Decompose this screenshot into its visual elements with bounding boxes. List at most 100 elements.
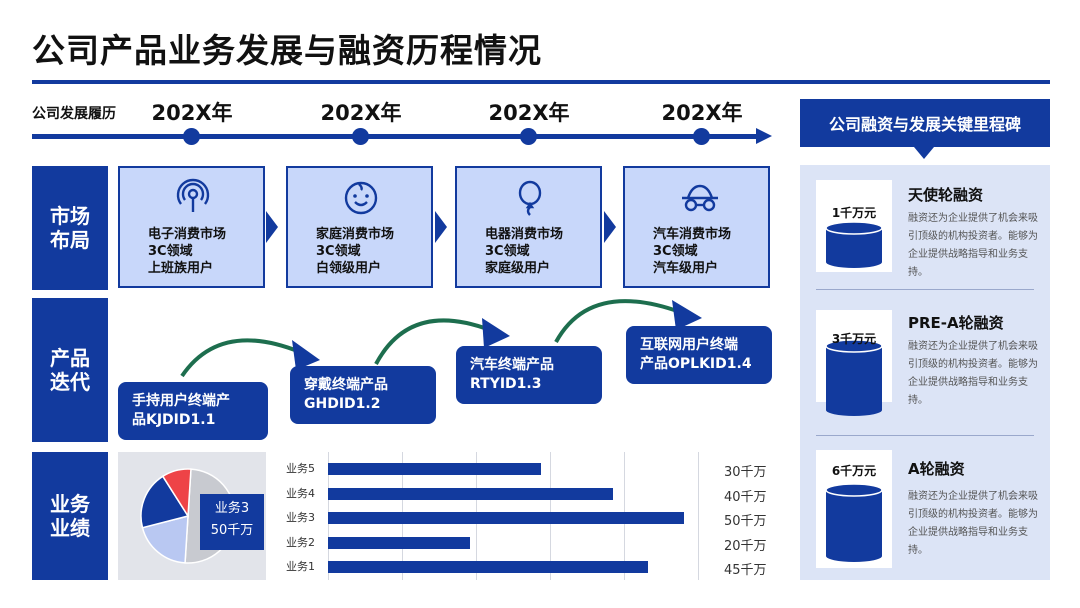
funding-desc: 融资还为企业提供了机会来吸引顶级的机构投资者。能够为企业提供战略指导和业务支持。 [908,491,1038,556]
market-card-line: 白领级用户 [316,261,382,276]
funding-desc: 融资还为企业提供了机会来吸引顶级的机构投资者。能够为企业提供战略指导和业务支持。 [908,213,1038,278]
market-card-1: 电子消费市场 3C领域 上班族用户 [118,166,265,288]
timeline-dot [520,128,537,145]
row-label-performance-text: 业务业绩 [50,492,90,540]
product-line: 产品OPLKID1.4 [640,356,752,372]
pie-callout: 业务3 50千万 [200,494,264,550]
funding-card-3 [816,450,892,568]
product-box-2: 穿戴终端产品 GHDID1.2 [290,366,436,424]
pie-slice [141,515,189,564]
row-label-market: 市场布局 [32,166,108,290]
balloon-icon [518,180,542,216]
funding-amount: 3千万元 [831,332,877,346]
market-card-line: 上班族用户 [148,261,214,276]
bar [328,463,542,475]
timeline-year-2: 202X年 [320,101,402,125]
product-line: 手持用户终端产 [132,393,230,409]
timeline-dot [352,128,369,145]
market-card-line: 3C领域 [653,244,698,259]
row-label-market-text: 市场布局 [50,204,90,252]
bar-gridline [698,452,699,580]
row-label-product: 产品迭代 [32,298,108,442]
product-line: 互联网用户终端 [640,337,738,353]
arrowhead-icon [292,340,320,370]
funding-header-notch [914,147,934,159]
arrow-right-icon [604,211,616,243]
product-curves [180,299,702,378]
title-divider [32,80,1050,84]
pie-slice [140,475,190,529]
product-line: 品KJDID1.1 [132,412,216,428]
funding-title: A轮融资 [908,460,965,478]
bar [328,561,649,573]
market-card-3: 电器消费市场 3C领域 家庭级用户 [455,166,602,288]
timeline-label: 公司发展履历 [32,106,116,122]
product-line: GHDID1.2 [304,396,381,412]
product-box-1: 手持用户终端产 品KJDID1.1 [118,382,268,440]
funding-title: PRE-A轮融资 [908,314,1004,332]
pie-slice [161,468,192,519]
timeline-dot [693,128,710,145]
curve-arrow-3 [554,299,681,343]
funding-header: 公司融资与发展关键里程碑 [800,99,1050,147]
bar [328,536,471,549]
bar-category-label: 业务2 [286,535,315,549]
pie-callout-value: 50千万 [210,523,254,538]
bar-value-label: 20千万 [724,538,767,554]
product-line: 穿戴终端产品 [304,377,388,393]
market-card-line: 3C领域 [148,244,193,259]
bar [328,487,613,500]
bar-value-label: 40千万 [724,489,767,505]
timeline-line [32,134,762,139]
cylinder-icon [825,221,883,268]
market-card-line: 汽车级用户 [653,261,719,276]
timeline-year-3: 202X年 [488,101,570,125]
baby-face-icon [344,181,378,215]
arrow-right-icon [266,211,278,243]
funding-title: 天使轮融资 [908,186,984,204]
funding-amount: 1千万元 [831,206,877,220]
bar-value-label: 50千万 [724,514,767,529]
curve-arrow-1 [180,338,301,378]
market-card-line: 3C领域 [485,244,530,259]
bar-category-label: 业务5 [286,462,315,475]
bar-value-label: 30千万 [724,465,767,480]
market-card-line: 家庭级用户 [485,261,551,276]
market-card-4: 汽车消费市场 3C领域 汽车级用户 [623,166,770,288]
market-card-line: 3C领域 [316,244,361,259]
product-box-4: 互联网用户终端 产品OPLKID1.4 [626,326,772,384]
curve-arrow-2 [374,318,491,365]
product-line: 汽车终端产品 [470,357,554,373]
bar-value-label: 45千万 [724,563,767,578]
timeline-arrow-icon [756,128,772,144]
row-label-product-text: 产品迭代 [50,346,90,394]
market-card-line: 电器消费市场 [485,227,564,242]
bar-category-label: 业务3 [286,511,315,524]
arrowhead-icon [482,318,510,348]
product-line: RTYID1.3 [470,376,542,392]
bar-category-label: 业务4 [286,486,315,500]
funding-card-1 [816,180,892,272]
page-title: 公司产品业务发展与融资历程情况 [32,31,542,70]
arrowhead-icon [672,300,702,330]
pie-chart-panel [118,452,266,580]
podcast-icon [176,178,210,212]
bar-category-label: 业务1 [286,560,315,573]
car-icon [682,184,718,212]
cylinder-icon [825,339,883,416]
timeline-year-1: 202X年 [151,101,233,125]
bar [328,512,684,524]
funding-divider [816,289,1034,290]
market-card-line: 汽车消费市场 [653,227,732,242]
funding-amount: 6千万元 [831,464,877,478]
cylinder-icon [825,483,883,562]
timeline-dot [183,128,200,145]
market-card-line: 家庭消费市场 [316,227,395,242]
funding-card-2 [816,310,892,416]
arrow-right-icon [435,211,447,243]
market-card-line: 电子消费市场 [148,227,227,242]
product-box-3: 汽车终端产品 RTYID1.3 [456,346,602,404]
pie-callout-name: 业务3 [214,501,250,516]
timeline-year-4: 202X年 [661,101,743,125]
funding-desc: 融资还为企业提供了机会来吸引顶级的机构投资者。能够为企业提供战略指导和业务支持。 [908,341,1038,406]
